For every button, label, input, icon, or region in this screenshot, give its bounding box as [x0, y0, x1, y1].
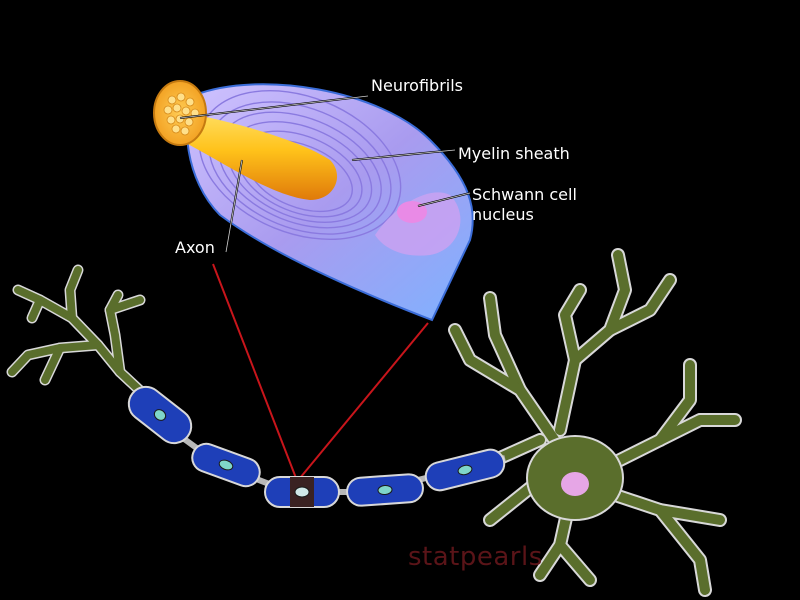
- schwann-cells: [127, 385, 506, 508]
- zoom-lines: [212, 263, 429, 479]
- cell-body-dendrites: [448, 248, 742, 597]
- axon-label: Axon: [175, 238, 215, 257]
- left-dendrites: [6, 264, 156, 406]
- neurofibrils-cross-section: [153, 80, 207, 146]
- statpearls-watermark: statpearls: [408, 542, 543, 572]
- leader-lines: [179, 95, 471, 253]
- schwann-cell-nucleus-label: Schwann cell nucleus: [472, 185, 577, 225]
- neurofibrils-label: Neurofibrils: [371, 76, 464, 95]
- myelin-sheath-label: Myelin sheath: [458, 144, 570, 163]
- schwann-label-line1: Schwann cell: [472, 185, 577, 204]
- schwann-label-line2: nucleus: [472, 205, 534, 224]
- myelin-sheath-closeup: [153, 80, 474, 322]
- cell-nucleus: [561, 472, 589, 496]
